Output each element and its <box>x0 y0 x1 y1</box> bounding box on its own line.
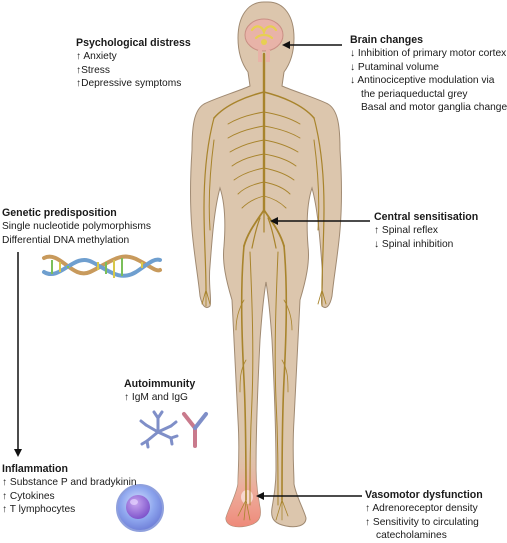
brain <box>244 18 284 62</box>
brain-line: ↓ Putaminal volume <box>350 61 439 73</box>
brain-line: ↓ Antinociceptive modulation via <box>350 75 495 87</box>
t-lymphocyte-icon <box>116 484 164 532</box>
psychological-distress-label: Psychological distress ↑ Anxiety ↑Stress… <box>76 37 191 91</box>
genetic-line: Single nucleotide polymorphisms <box>2 221 151 233</box>
human-body <box>190 1 342 528</box>
inflammation-line: ↑ T lymphocytes <box>2 504 76 516</box>
autoimmunity-label: Autoimmunity ↑ IgM and IgG <box>124 378 195 405</box>
central-line: ↑ Spinal reflex <box>374 225 438 237</box>
psychological-line: ↑Stress <box>76 64 110 76</box>
annotation-arrows <box>14 41 370 500</box>
autoimmunity-title: Autoimmunity <box>124 378 196 390</box>
autoimmunity-line: ↑ IgM and IgG <box>124 392 188 404</box>
psychological-line: ↑ Anxiety <box>76 51 117 63</box>
inflammation-line: ↑ Cytokines <box>2 490 55 502</box>
vasomotor-line: catecholamines <box>376 530 447 542</box>
foot-highlight <box>241 490 253 504</box>
body-silhouette <box>190 1 342 528</box>
inflammation-title: Inflammation <box>2 463 68 475</box>
brain-line: the periaqueductal grey <box>361 88 468 100</box>
central-sensitisation-label: Central sensitisation ↑ Spinal reflex ↓ … <box>374 211 478 251</box>
inflammation-line: ↑ Substance P and bradykinin <box>2 477 137 489</box>
brain-line: Basal and motor ganglia changes <box>361 102 507 114</box>
nervous-system <box>201 52 327 521</box>
brain-line: ↓ Inhibition of primary motor cortex <box>350 48 507 60</box>
psychological-title: Psychological distress <box>76 37 191 49</box>
genetic-predisposition-label: Genetic predisposition Single nucleotide… <box>2 207 151 247</box>
inflamed-foot <box>226 440 261 527</box>
psychological-line: ↑Depressive symptoms <box>76 78 182 90</box>
inflammation-label: Inflammation ↑ Substance P and bradykini… <box>2 463 137 517</box>
vasomotor-title: Vasomotor dysfunction <box>365 489 483 501</box>
brain-changes-label: Brain changes ↓ Inhibition of primary mo… <box>350 34 507 114</box>
dna-helix-icon <box>42 254 162 278</box>
brain-title: Brain changes <box>350 34 424 46</box>
igg-antibody-icon <box>182 412 208 448</box>
vasomotor-dysfunction-label: Vasomotor dysfunction ↑ Adrenoreceptor d… <box>365 489 483 543</box>
igm-antibody-icon <box>139 410 179 449</box>
genetic-title: Genetic predisposition <box>2 207 117 219</box>
genetic-line: Differential DNA methylation <box>2 234 130 246</box>
central-line: ↓ Spinal inhibition <box>374 238 454 250</box>
vasomotor-line: ↑ Sensitivity to circulating <box>365 516 479 528</box>
central-title: Central sensitisation <box>374 211 479 223</box>
vasomotor-line: ↑ Adrenoreceptor density <box>365 503 478 515</box>
